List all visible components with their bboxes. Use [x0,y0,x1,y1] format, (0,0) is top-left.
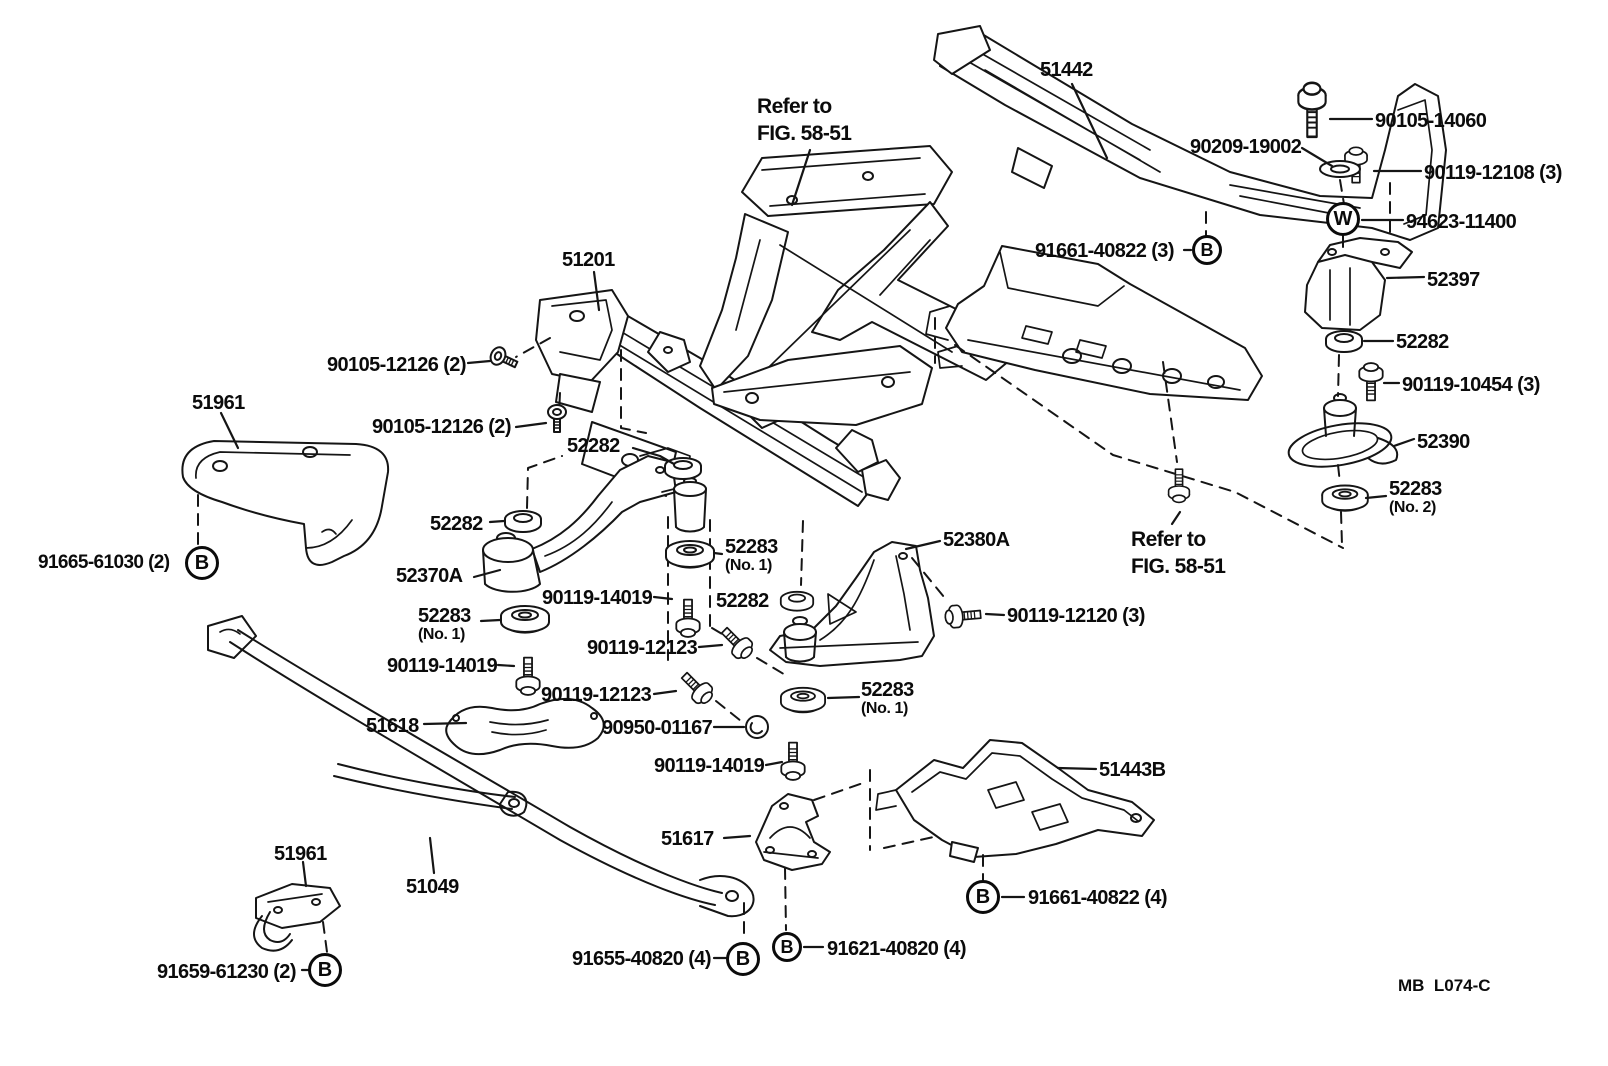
part-label-52390: 52390 [1417,431,1470,453]
part-51443B-under-cover [875,739,1155,863]
part-label-90105-14060: 90105-14060 [1375,110,1487,132]
part-label-51961-top: 51961 [192,392,245,414]
part-52397-bracket [1304,237,1413,331]
part-label-52282-top: 52282 [567,435,620,457]
part-label-51049: 51049 [406,876,459,898]
part-label-52370A: 52370A [396,565,463,587]
cushion-52282-left [504,510,542,533]
bolt-90119-14019-b [515,656,541,696]
symbol-w-circle: W [1326,202,1360,236]
part-label-90119-12123-a: 90119-12123 [587,637,698,659]
part-label-90119-12108: 90119-12108 (3) [1424,162,1562,184]
part-label-94623-11400: 94623-11400 [1406,211,1517,233]
cushion-52283-right [779,686,827,714]
part-label-90105-12126-a: 90105-12126 (2) [327,354,467,376]
part-label-90119-12120: 90119-12120 (3) [1007,605,1145,627]
part-label-90119-10454: 90119-10454 (3) [1402,374,1540,396]
part-label-90119-14019-c: 90119-14019 [654,755,765,777]
cushion-52282-mid [779,590,815,612]
part-label-91665-61030: 91665-61030 (2) [38,552,170,573]
part-label-51961-bottom: 51961 [274,843,327,865]
part-label-52282-mid: 52282 [716,590,769,612]
figure-code: MB L074-C [1398,976,1491,995]
part-label-90119-14019-b: 90119-14019 [387,655,498,677]
part-center-support [699,145,1011,426]
part-label-52283-no1-right: 52283(No. 1) [861,679,914,717]
symbol-b-circle-91655: B [726,942,760,976]
part-label-90209-19002: 90209-19002 [1190,136,1302,158]
part-label-91661-40822-4: 91661-40822 (4) [1028,887,1168,909]
part-engine-mount-column [673,477,707,533]
part-label-51618: 51618 [366,715,419,737]
part-52380A-mount-bracket [769,541,935,667]
part-51442-support-bar [933,25,1447,241]
assembly-dashed-lines [197,179,1391,953]
symbol-b-circle-91661: B [966,880,1000,914]
part-label-51617: 51617 [661,828,714,850]
symbol-b-circle-top: B [1192,235,1222,265]
symbol-b-circle-left: B [185,546,219,580]
part-51961-bottom-clamp [253,883,341,952]
part-label-52283-no1-left: 52283(No. 1) [418,605,471,643]
part-52370A-mount-bracket [482,447,691,593]
part-label-52282-right: 52282 [1396,331,1449,353]
part-label-91655-40820: 91655-40820 (4) [572,948,712,970]
part-label-51442: 51442 [1040,59,1093,81]
grommet-90950-01167 [745,715,769,739]
part-label-52397: 52397 [1427,269,1480,291]
screw-90105-12126-a [486,343,521,374]
part-rear-mount-plate [925,245,1263,401]
bolt-90119-12123-a [715,621,758,664]
part-label-90105-12126-b: 90105-12126 (2) [372,416,512,438]
leader-lines [219,82,1426,972]
bolt-90119-12123-b [675,666,718,709]
symbol-b-circle-91621: B [772,932,802,962]
part-label-90119-14019-a: 90119-14019 [542,587,653,609]
part-52390-mount [1287,393,1399,468]
part-51961-top-bracket [181,440,390,566]
part-51618-strap [445,697,605,756]
bolt-90119-12120 [943,602,983,630]
part-label-52282-left: 52282 [430,513,483,535]
part-label-91659-61230: 91659-61230 (2) [157,961,297,983]
bolt-90105-14060 [1297,81,1327,139]
cushion-52283-no2 [1321,484,1369,512]
cushion-52283-mid [665,540,715,569]
screw-90105-12126-b [547,404,567,433]
part-51049-brace-bar [207,615,755,918]
part-label-90119-12123-b: 90119-12123 [541,684,652,706]
bolt-90119-14019-c [780,741,806,781]
part-label-51201: 51201 [562,249,615,271]
bolt-90119-14019-a [675,598,701,638]
part-label-90950-01167: 90950-01167 [602,717,713,739]
bolt-90119-10454 [1358,362,1384,402]
part-label-52380A: 52380A [943,529,1010,551]
part-label-91621-40820: 91621-40820 (4) [827,938,967,960]
cushion-52282-right [1325,330,1363,353]
part-label-52283-no1-mid: 52283(No. 1) [725,536,778,574]
symbol-b-circle-bottom-left: B [308,953,342,987]
part-51617-bracket [755,793,831,871]
part-label-52283-no2: 52283(No. 2) [1389,478,1442,516]
bolt-refer-fig [1167,468,1191,504]
part-label-51443B: 51443B [1099,759,1166,781]
part-label-91661-40822-3: 91661-40822 (3) [1035,240,1175,262]
